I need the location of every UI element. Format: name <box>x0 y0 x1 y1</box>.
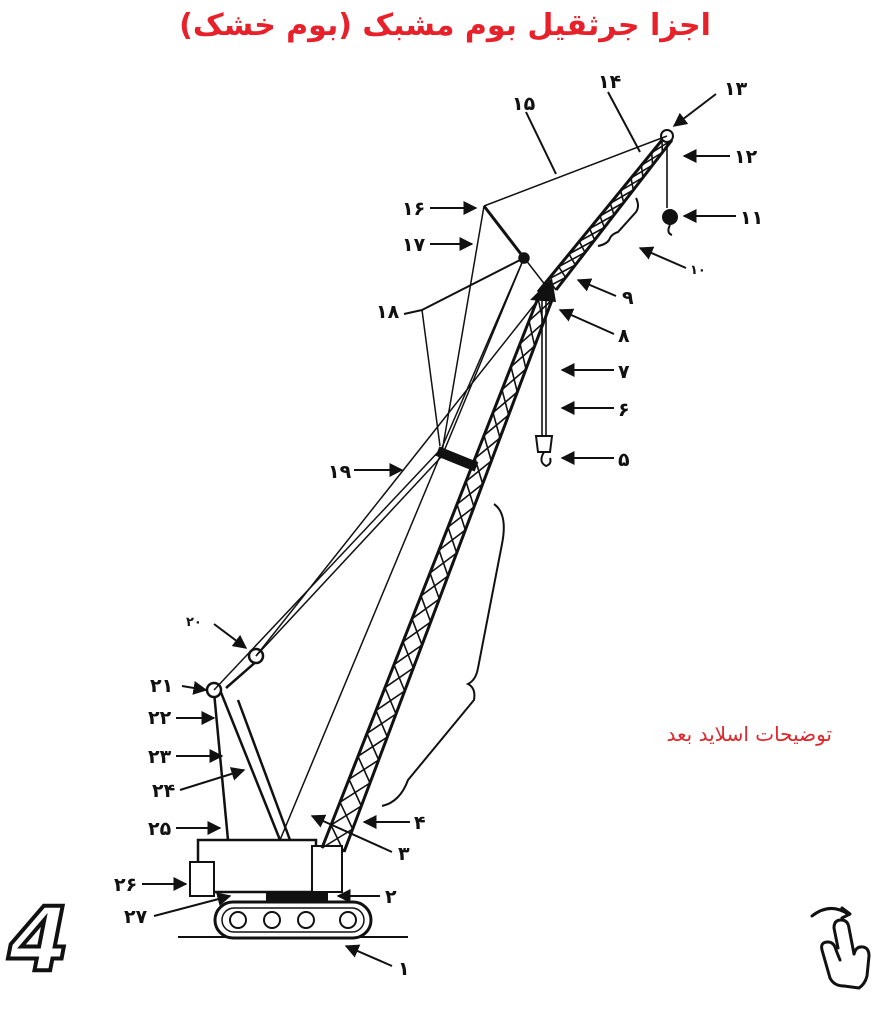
label-25: ۲۵ <box>148 818 172 840</box>
jib-length-brace <box>597 197 639 247</box>
boom-length-brace <box>381 503 505 807</box>
caption-note: توضیحات اسلاید بعد <box>666 722 833 746</box>
label-27: ۲۷ <box>124 906 148 928</box>
ball-hook-icon <box>662 209 678 225</box>
label-16: ۱۶ <box>402 198 425 220</box>
label-6: ۶ <box>618 399 630 421</box>
label-17: ۱۷ <box>402 234 426 256</box>
label-22: ۲۲ <box>148 707 172 729</box>
label-15: ۱۵ <box>512 93 536 115</box>
label-19: ۱۹ <box>328 461 352 483</box>
label-8: ۸ <box>618 325 630 347</box>
gantry-frame <box>205 647 292 841</box>
label-1: ۱ <box>398 958 410 980</box>
label-21: ۲۱ <box>150 675 173 697</box>
label-20: ۲۰ <box>186 615 202 630</box>
label-23: ۲۳ <box>148 746 172 768</box>
upper-house <box>189 838 343 897</box>
counterweight <box>189 861 215 897</box>
page-title: اجزا جرثقیل بوم مشبک (بوم خشک) <box>179 8 711 43</box>
label-9: ۹ <box>622 287 634 309</box>
label-14: ۱۴ <box>598 71 621 93</box>
label-2: ۲ <box>385 886 397 908</box>
label-10: ۱۰ <box>690 263 706 278</box>
label-13: ۱۳ <box>724 78 748 100</box>
slide-number: 4 <box>6 888 71 991</box>
label-11: ۱۱ <box>740 207 763 229</box>
main-hoist <box>534 294 554 468</box>
label-4: ۴ <box>414 812 426 834</box>
label-3: ۳ <box>398 843 410 865</box>
whip-line <box>662 142 678 236</box>
main-hook-icon <box>540 451 552 468</box>
turntable <box>266 891 328 902</box>
leader-arrows <box>142 91 736 967</box>
jib <box>536 129 674 293</box>
main-hook-block <box>534 435 554 453</box>
label-18: ۱۸ <box>376 301 400 323</box>
label-12: ۱۲ <box>734 146 758 168</box>
label-7: ۷ <box>618 361 630 383</box>
label-5: ۵ <box>618 449 630 471</box>
pendant-lines <box>213 135 668 841</box>
part-labels: ۱ ۲ ۳ ۴ ۵ ۶ ۷ ۸ ۹ ۱۰ ۱۱ ۱۲ ۱۳ ۱۴ ۱۵ ۱۶ ۱… <box>114 71 763 980</box>
lattice-boom <box>320 278 556 853</box>
label-26: ۲۶ <box>114 874 137 896</box>
label-24: ۲۴ <box>152 780 175 802</box>
crawler-track <box>213 900 373 940</box>
swipe-hand-icon[interactable] <box>810 906 871 990</box>
